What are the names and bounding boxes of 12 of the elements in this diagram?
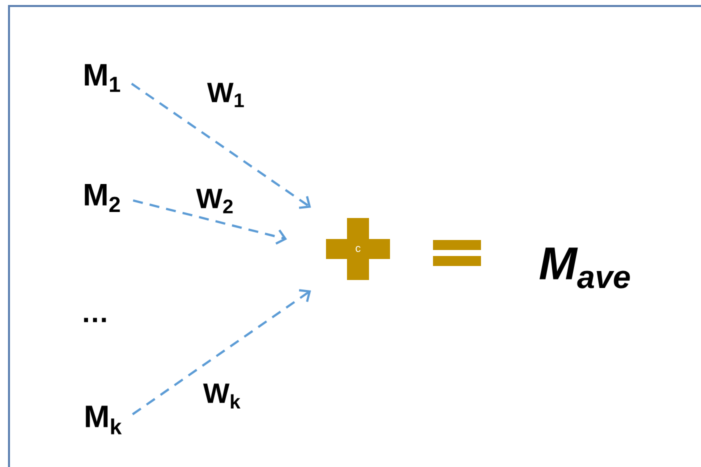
model-symbol: M$_{2}$ <box>84 184 120 212</box>
ellipsis: … <box>84 318 106 322</box>
edge-label: W$_{1}$ <box>206 82 246 108</box>
arrow <box>132 289 312 416</box>
arrow <box>131 82 311 209</box>
model-symbol: M$_{k}$ <box>86 406 122 434</box>
plus-sign: c <box>326 218 390 280</box>
edge-label: W$_{2}$ <box>195 188 235 214</box>
arrow <box>132 199 288 245</box>
model-symbol: M$_{1}$ <box>84 64 120 92</box>
result-symbol: M$_{ave}$ <box>540 248 630 288</box>
edge-label: W$_{k}$ <box>202 382 242 410</box>
